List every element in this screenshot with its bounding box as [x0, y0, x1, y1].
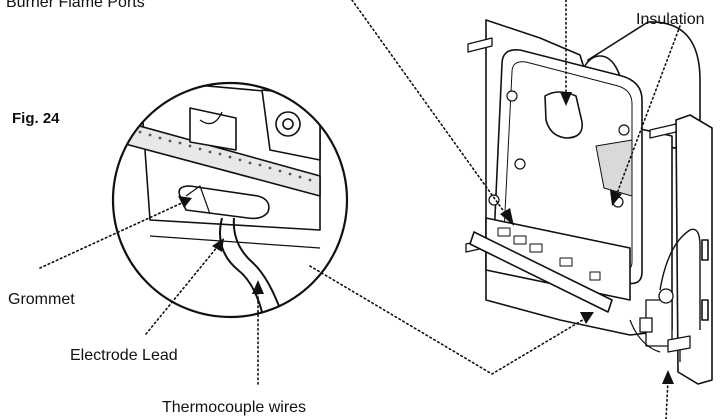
detail-grommet	[178, 185, 270, 220]
leader-detail-to-assembly	[309, 265, 587, 375]
bracket-slot	[701, 239, 709, 261]
arrow-sight	[560, 92, 572, 106]
arrow-thermocouple-wires	[252, 280, 264, 294]
leader-valve	[665, 379, 669, 419]
valve-tubing	[659, 228, 701, 330]
arrow-valve	[662, 370, 674, 384]
leader-burner-flame-ports	[351, 0, 511, 221]
detail-circle-border	[111, 81, 349, 319]
arrow-electrode-lead	[212, 238, 224, 252]
label-insulation: Insulation	[636, 11, 705, 28]
detail-thermocouple-wire	[232, 217, 285, 317]
leader-lines	[39, 0, 681, 419]
detail-flame-ports	[138, 130, 312, 182]
bracket-slot-2	[701, 299, 709, 321]
burner-ports-detail	[497, 227, 601, 281]
arrow-burner-flame-ports	[500, 208, 514, 226]
thermocouple-tube	[629, 319, 661, 353]
arrow-insulation	[610, 190, 622, 206]
leader-grommet	[39, 201, 185, 269]
detail-magnifier	[111, 81, 349, 319]
label-electrode-lead: Electrode Lead	[70, 347, 178, 364]
arrow-assembly	[580, 312, 594, 324]
arrow-grommet	[178, 196, 192, 208]
burner-bar	[469, 231, 613, 313]
burner-assembly	[465, 19, 713, 385]
leader-insulation	[615, 25, 681, 197]
gas-valve	[639, 288, 691, 362]
label-thermocouple-wires: Thermocouple wires	[162, 399, 306, 416]
label-burner-flame-ports: Burner Flame Ports	[6, 0, 145, 11]
insulation-patch	[595, 139, 633, 197]
arrowheads	[178, 92, 674, 384]
detail-contents	[117, 83, 321, 317]
figure-label: Fig. 24	[12, 110, 60, 127]
label-grommet: Grommet	[8, 291, 75, 308]
leader-electrode-lead	[145, 245, 219, 335]
